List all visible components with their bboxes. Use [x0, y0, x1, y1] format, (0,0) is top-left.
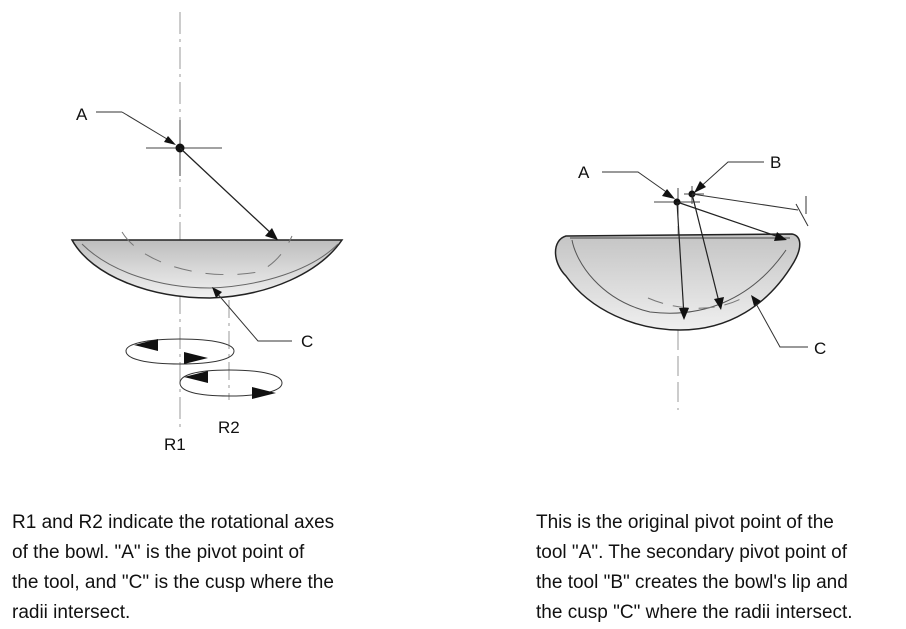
leader-c [215, 291, 292, 342]
left-caption-line-4: radii intersect. [12, 602, 131, 623]
tool-radius-arrowhead [265, 228, 278, 240]
label-a-right: A [578, 163, 590, 182]
radius-line-3-arrowhead [774, 232, 787, 241]
leader-b-arrowhead [694, 181, 706, 193]
radius-line-1-arrowhead [679, 308, 689, 320]
bowl-diagram: A C R1 R2 [70, 12, 826, 454]
tool-radius-line [179, 147, 275, 237]
right-caption-line-4: the cusp "C" where the radii intersect. [536, 602, 853, 623]
radius-line-3 [676, 201, 783, 239]
label-c-left: C [301, 332, 313, 351]
radius-line-2 [691, 193, 721, 307]
left-caption-line-2: of the bowl. "A" is the pivot point of [12, 542, 305, 563]
rotation-r2-arrow-a [184, 371, 208, 383]
radius-line-2-arrowhead [714, 297, 724, 310]
label-r2: R2 [218, 418, 240, 437]
left-radius-arc [121, 231, 293, 276]
leader-b [696, 161, 764, 191]
leader-a-right [602, 171, 673, 197]
rotation-r1 [125, 338, 235, 365]
rotation-r1-arrow-b [184, 352, 208, 364]
left-caption-line-3: the tool, and "C" is the cusp where the [12, 572, 334, 593]
label-c-right: C [814, 339, 826, 358]
radius-line-4 [691, 193, 799, 211]
left-figure: A C R1 R2 [70, 12, 344, 454]
right-bowl-inner [571, 239, 787, 314]
rotation-r1-arrow-a [134, 339, 158, 351]
leader-a-arrowhead [164, 136, 176, 145]
left-bowl-inner-curve [81, 243, 339, 289]
left-bowl [70, 239, 344, 299]
right-figure: A B C [554, 153, 826, 410]
leader-c-right [753, 299, 808, 348]
radius-line-1 [676, 201, 685, 317]
lip-tick [795, 203, 809, 227]
leader-a-diag [121, 111, 173, 143]
leader-c-right-arrowhead [751, 295, 761, 306]
right-caption-line-1: This is the original pivot point of the [536, 512, 834, 533]
left-caption-line-1: R1 and R2 indicate the rotational axes [12, 512, 335, 533]
right-caption-line-3: the tool "B" creates the bowl's lip and [536, 572, 848, 593]
label-r1: R1 [164, 435, 186, 454]
leader-c-arrowhead [212, 287, 222, 298]
right-caption-line-2: tool "A". The secondary pivot point of [536, 542, 847, 563]
rotation-r2-arrow-b [252, 387, 276, 399]
label-b: B [770, 153, 781, 172]
left-caption: R1 and R2 indicate the rotational axes o… [12, 508, 334, 628]
right-bowl-outer [554, 233, 801, 331]
leader-a-right-arrowhead [662, 189, 675, 199]
rotation-r2 [179, 369, 283, 397]
label-a-left: A [76, 105, 88, 124]
right-caption: This is the original pivot point of the … [536, 508, 853, 628]
right-radius-arc [647, 295, 747, 309]
